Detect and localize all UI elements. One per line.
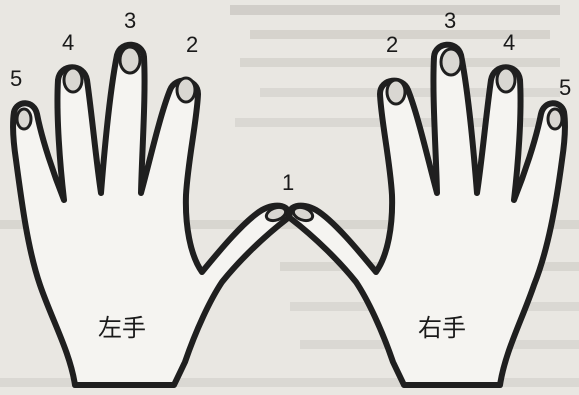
right-ring-nail: [497, 68, 515, 92]
left-index-nail: [177, 78, 195, 102]
right-pinky-number: 5: [559, 75, 571, 100]
left-hand: [13, 45, 289, 385]
thumb-number: 1: [282, 170, 294, 195]
right-middle-number: 3: [444, 8, 456, 33]
right-hand-caption: 右手: [418, 314, 466, 342]
left-hand-outline: [13, 45, 289, 385]
left-middle-number: 3: [124, 8, 136, 33]
left-hand-caption: 左手: [98, 314, 146, 342]
left-ring-nail: [64, 68, 82, 92]
right-pinky-nail: [548, 109, 562, 129]
left-middle-nail: [120, 47, 140, 73]
right-index-nail: [387, 80, 405, 104]
right-index-number: 2: [386, 32, 398, 57]
left-pinky-nail: [17, 109, 31, 129]
right-ring-number: 4: [503, 30, 515, 55]
left-ring-number: 4: [62, 30, 74, 55]
left-index-number: 2: [186, 32, 198, 57]
right-middle-nail: [441, 49, 461, 75]
left-pinky-number: 5: [10, 66, 22, 91]
